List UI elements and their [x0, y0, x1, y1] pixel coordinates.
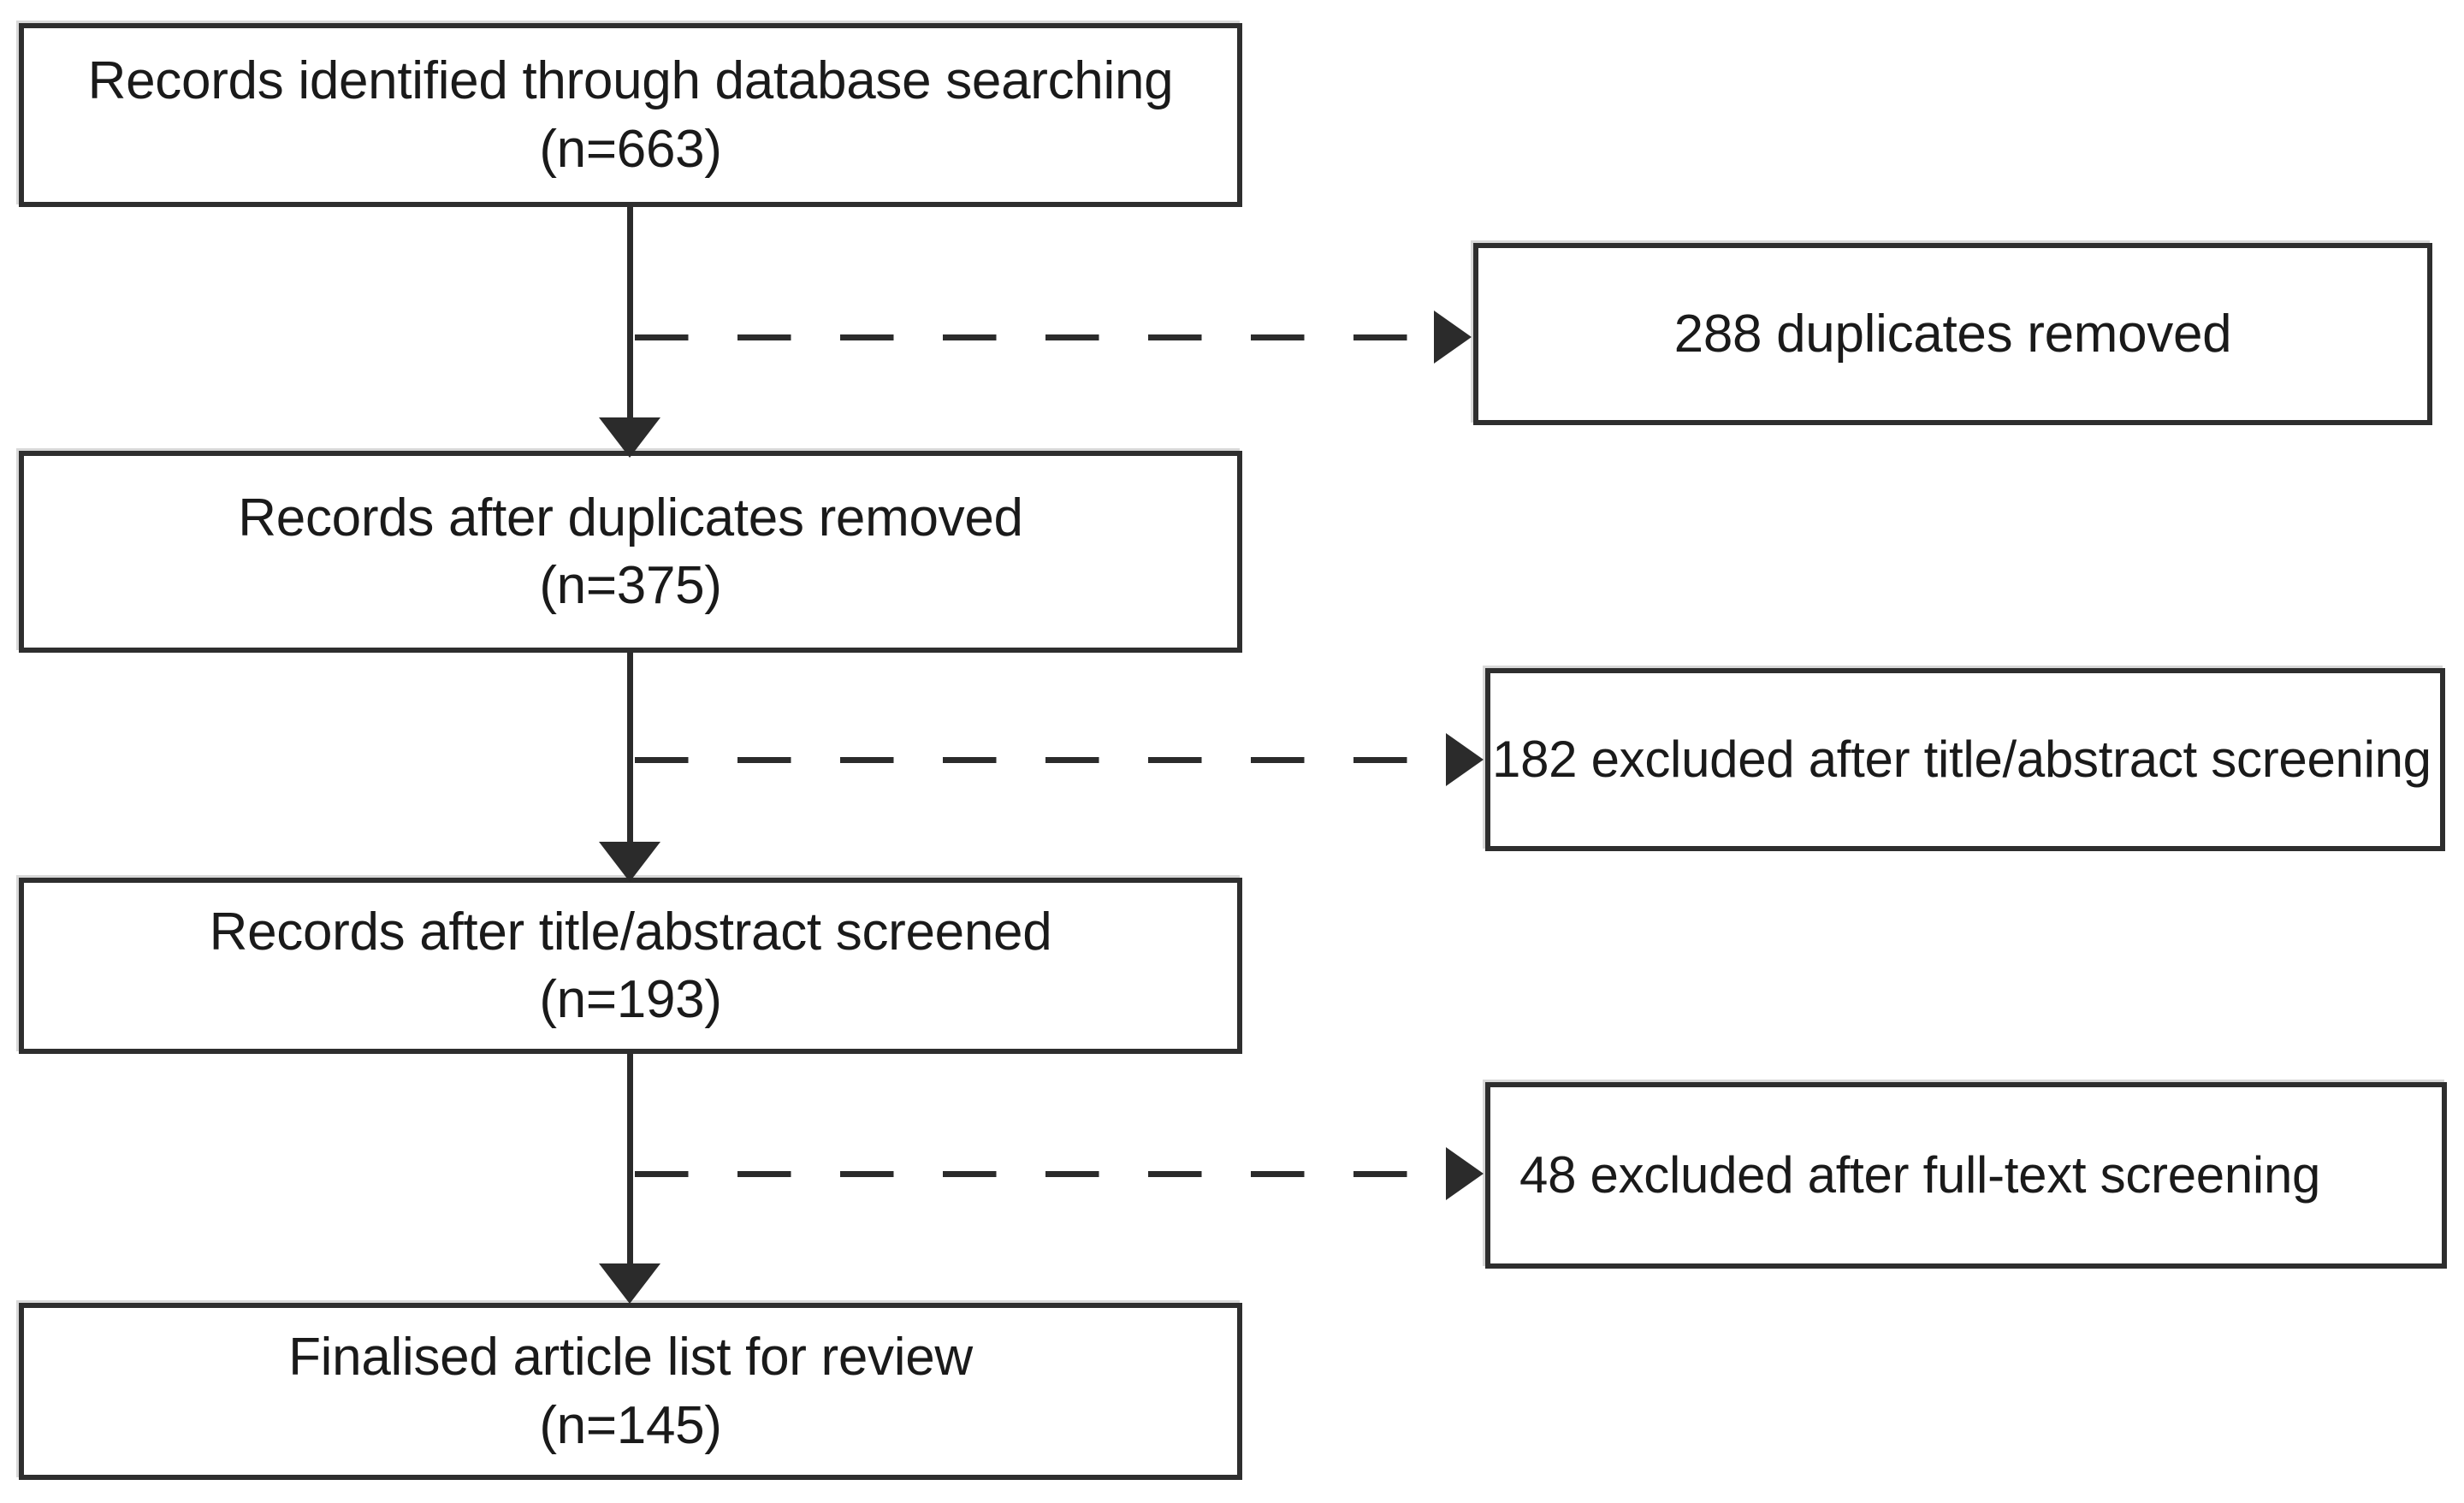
- records-after-title-abstract-text: Records after title/abstract screened (n…: [209, 902, 1052, 1029]
- flow-box-excluded-full-text: 48 excluded after full-text screening: [1485, 1082, 2447, 1269]
- dashed-connector-to-excluded-title-abstract: [635, 757, 1442, 763]
- dashed-connector-to-duplicates-removed: [635, 334, 1430, 340]
- flow-box-records-after-duplicates: Records after duplicates removed (n=375): [19, 451, 1242, 653]
- arrow-right-icon-to-duplicates-removed: [1434, 311, 1472, 364]
- arrow-right-icon-to-excluded-full-text: [1446, 1147, 1484, 1200]
- flow-box-finalised-article-list: Finalised article list for review (n=145…: [19, 1303, 1242, 1480]
- finalised-article-list-text: Finalised article list for review (n=145…: [288, 1328, 973, 1455]
- records-after-duplicates-text: Records after duplicates removed (n=375): [238, 488, 1023, 615]
- excluded-title-abstract-text: 182 excluded after title/abstract screen…: [1492, 730, 2431, 788]
- flow-box-duplicates-removed: 288 duplicates removed: [1473, 243, 2432, 425]
- flow-box-excluded-title-abstract: 182 excluded after title/abstract screen…: [1485, 668, 2445, 851]
- duplicates-removed-text: 288 duplicates removed: [1673, 304, 2232, 364]
- arrow-down-icon-to-after-title-abstract: [599, 842, 660, 882]
- arrow-down-icon-to-after-duplicates: [599, 417, 660, 458]
- records-identified-text: Records identified through database sear…: [87, 51, 1174, 179]
- arrow-right-icon-to-excluded-title-abstract: [1446, 733, 1484, 786]
- connector-line-after-duplicates-to-after-title-abstract: [627, 653, 633, 845]
- connector-line-after-title-abstract-to-finalised: [627, 1054, 633, 1266]
- flow-box-records-after-title-abstract: Records after title/abstract screened (n…: [19, 878, 1242, 1054]
- excluded-full-text-text: 48 excluded after full-text screening: [1519, 1145, 2321, 1204]
- dashed-connector-to-excluded-full-text: [635, 1171, 1442, 1177]
- arrow-down-icon-to-finalised: [599, 1263, 660, 1304]
- connector-line-identified-to-after-duplicates: [627, 207, 633, 421]
- flow-box-records-identified: Records identified through database sear…: [19, 23, 1242, 207]
